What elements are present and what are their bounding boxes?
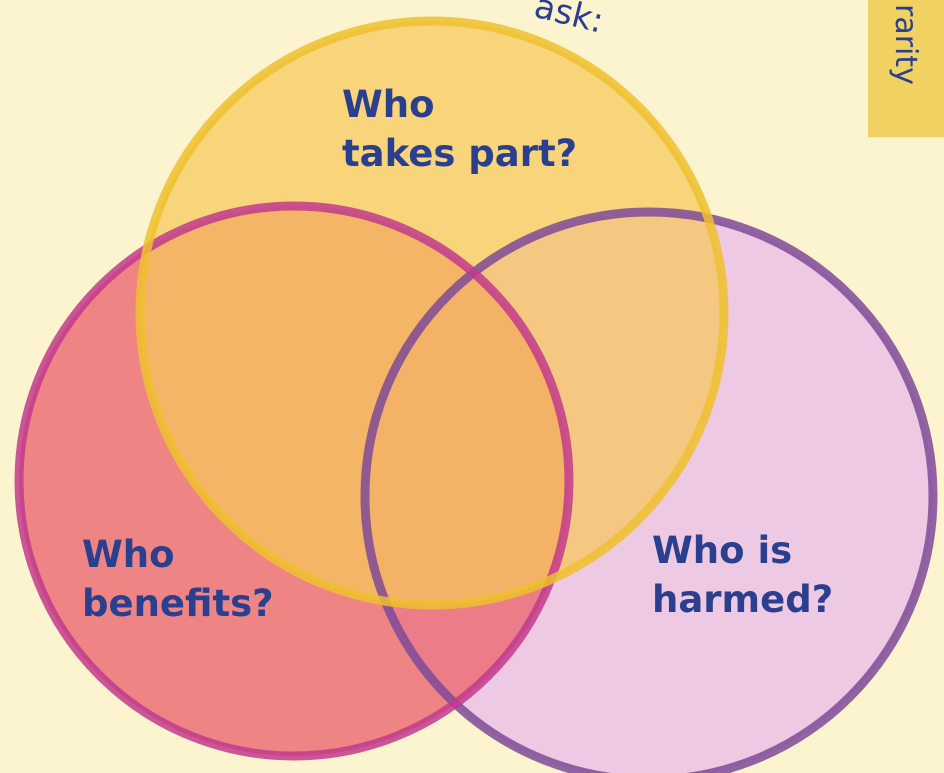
label-line: benefits? <box>82 582 274 625</box>
label-line: takes part? <box>342 132 578 175</box>
sticky-note <box>868 0 944 137</box>
sticky-note-text: rarity <box>888 4 923 85</box>
label-line: Who <box>82 533 175 576</box>
label-line: Who is <box>652 529 793 572</box>
label-who-benefits: Who benefits? <box>82 530 274 628</box>
venn-circle-right-outline <box>360 207 938 773</box>
venn-circle-left-outline <box>14 201 574 761</box>
label-who-takes-part: Who takes part? <box>342 80 577 178</box>
venn-circle-top-outline <box>135 16 729 610</box>
label-who-is-harmed: Who is harmed? <box>652 526 833 624</box>
label-line: harmed? <box>652 578 834 621</box>
label-line: Who <box>342 83 435 126</box>
